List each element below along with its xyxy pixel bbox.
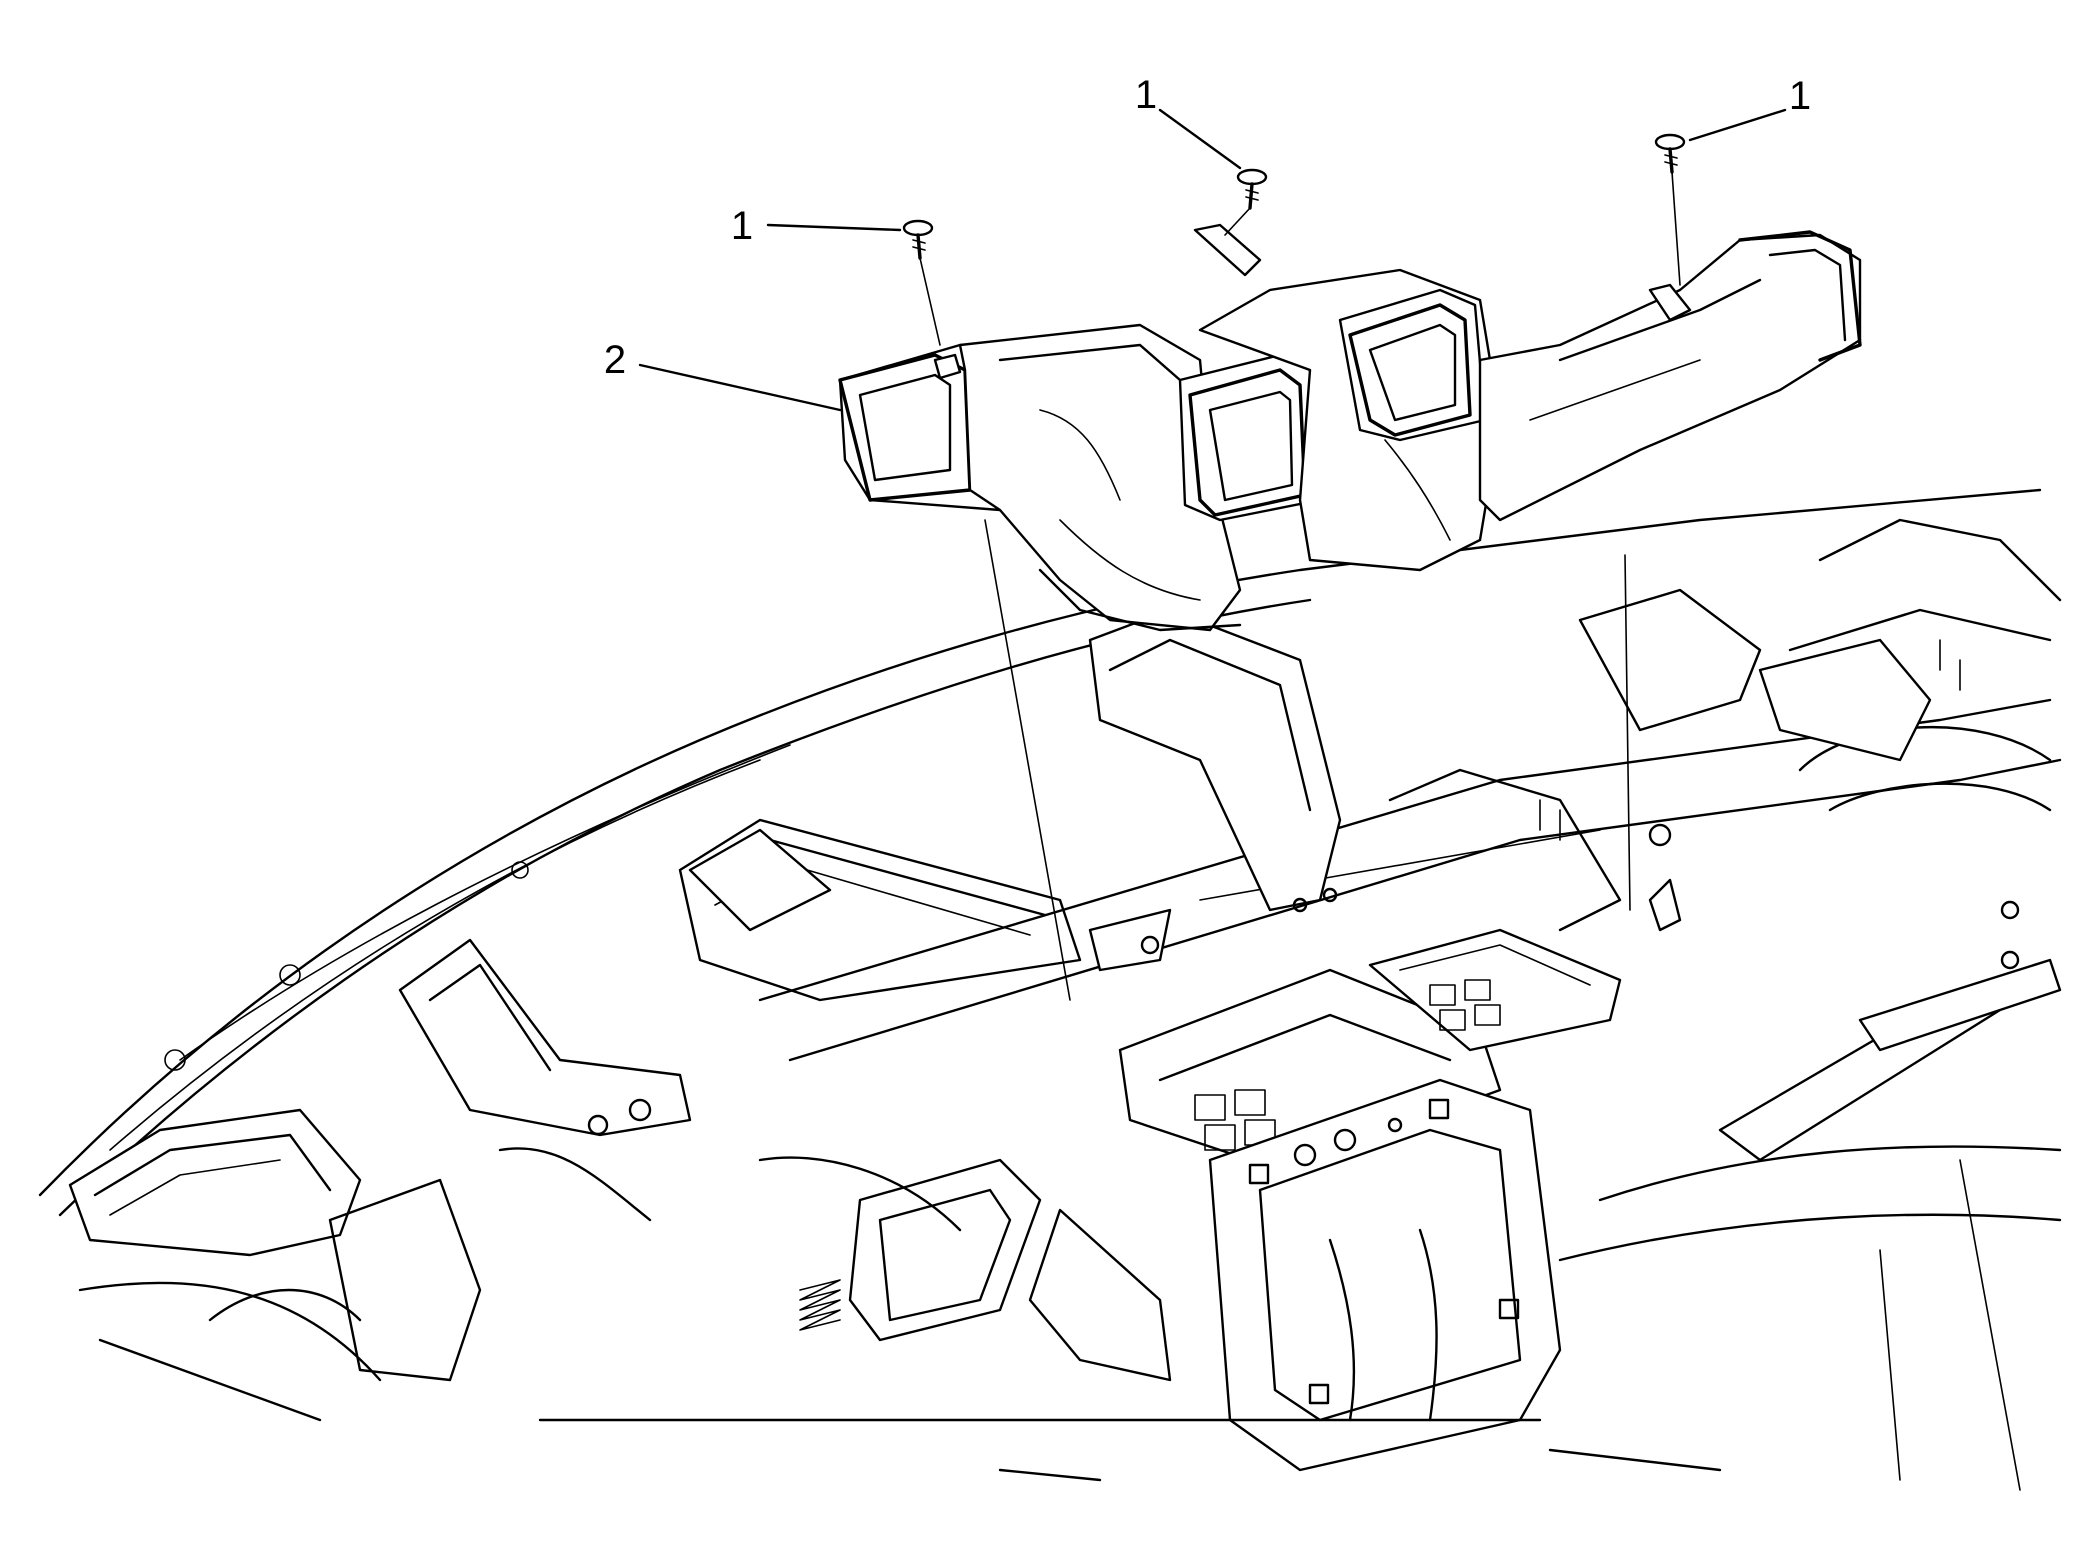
hvac-module-lower	[78, 928, 1722, 1482]
callout-1-right: 1	[1789, 74, 1811, 118]
center-support-brackets	[688, 588, 1961, 972]
leader-lines	[638, 108, 1787, 412]
callout-1-left: 1	[731, 204, 753, 248]
installation-alignment-lines	[919, 171, 1681, 1001]
callout-2-duct: 2	[604, 338, 626, 382]
air-distribution-duct	[838, 223, 1862, 632]
screw-right	[1654, 133, 1686, 174]
screw-left	[902, 219, 934, 260]
screw-center	[1236, 168, 1268, 210]
callout-1-center: 1	[1135, 73, 1157, 117]
instrument-panel-frame	[38, 488, 2062, 1491]
